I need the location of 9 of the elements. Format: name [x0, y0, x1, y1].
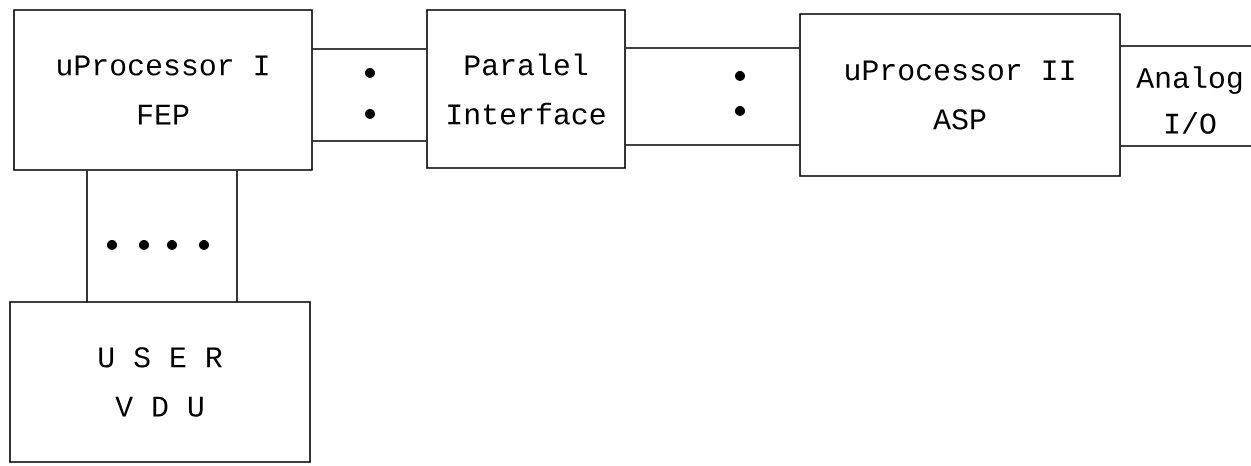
bus-connector [86, 170, 238, 303]
edge-label: Analog I/O [1130, 64, 1250, 136]
process-box: uProcessor II ASP [799, 13, 1121, 177]
process-box: Paralel Interface [426, 9, 626, 169]
bus-connector [625, 47, 800, 146]
bus-connector [1120, 45, 1251, 147]
bus-connector [312, 48, 427, 142]
process-box: uProcessor I FEP [13, 9, 313, 171]
process-box: U S E R V D U [9, 301, 311, 463]
